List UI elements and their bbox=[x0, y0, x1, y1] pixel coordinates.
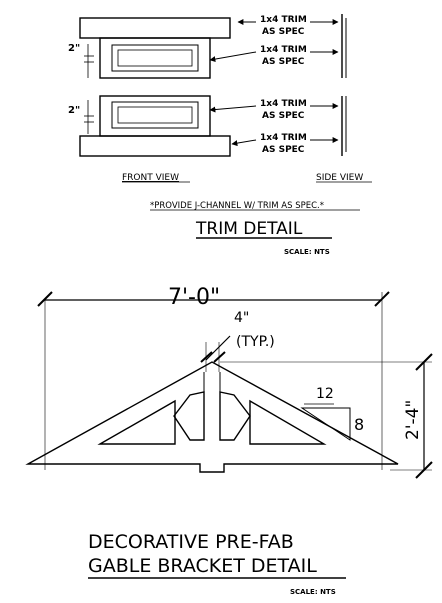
gable-member-dim: 4" bbox=[234, 310, 249, 326]
trim-callout-3-line1: 1x4 TRIM bbox=[260, 99, 307, 109]
trim-callout-2-line2: AS SPEC bbox=[262, 57, 305, 67]
trim-dim-top: 2" bbox=[68, 43, 80, 54]
window-glass-bottom bbox=[117, 106, 193, 124]
gable-left-diamond bbox=[173, 391, 205, 441]
trim-front-view-bottom bbox=[79, 95, 231, 157]
gable-left-opening bbox=[97, 399, 176, 445]
trim-callout-leaders bbox=[209, 19, 339, 147]
gable-bracket bbox=[25, 361, 399, 473]
trim-callout-1-line2: AS SPEC bbox=[262, 27, 305, 37]
trim-detail-title: TRIM DETAIL bbox=[195, 219, 303, 239]
front-view-label: FRONT VIEW bbox=[122, 173, 179, 183]
bottom-trim-board bbox=[79, 135, 231, 157]
gable-right-diamond bbox=[219, 391, 251, 441]
gable-overall-dim-text: 7'-0" bbox=[168, 285, 220, 310]
gable-scale: SCALE: NTS bbox=[290, 588, 336, 596]
window-glass-top bbox=[117, 49, 193, 67]
window-frame-top bbox=[99, 37, 211, 79]
trim-callout-2-line1: 1x4 TRIM bbox=[260, 45, 307, 55]
gable-overall-dimension bbox=[37, 291, 390, 470]
gable-slope-indicator bbox=[300, 403, 351, 441]
trim-callout-4-line1: 1x4 TRIM bbox=[260, 133, 307, 143]
trim-note: *PROVIDE J-CHANNEL W/ TRIM AS SPEC.* bbox=[150, 201, 324, 211]
gable-height-dim-text: 2'-4" bbox=[403, 400, 423, 440]
trim-dim-bottom: 2" bbox=[68, 105, 80, 116]
gable-title-line2: GABLE BRACKET DETAIL bbox=[88, 555, 317, 577]
trim-callout-4-line2: AS SPEC bbox=[262, 145, 305, 155]
top-trim-board bbox=[79, 17, 231, 39]
gable-member-dim-lines bbox=[200, 335, 231, 372]
gable-bracket-outline bbox=[25, 361, 399, 473]
gable-right-opening bbox=[249, 399, 327, 445]
trim-detail-scale: SCALE: NTS bbox=[284, 248, 330, 256]
window-inner-frame-bottom bbox=[111, 101, 199, 129]
trim-side-view bbox=[341, 14, 347, 156]
trim-front-view-top bbox=[79, 17, 231, 79]
side-view-label: SIDE VIEW bbox=[316, 173, 363, 183]
window-inner-frame-top bbox=[111, 44, 199, 72]
gable-height-dimension bbox=[220, 353, 433, 479]
gable-typ-note: (TYP.) bbox=[236, 334, 275, 350]
gable-slope-run: 12 bbox=[316, 386, 334, 402]
trim-callout-1-line1: 1x4 TRIM bbox=[260, 15, 307, 25]
trim-callout-3-line2: AS SPEC bbox=[262, 111, 305, 121]
gable-slope-rise: 8 bbox=[354, 415, 364, 434]
gable-title-line1: DECORATIVE PRE-FAB bbox=[88, 531, 294, 553]
